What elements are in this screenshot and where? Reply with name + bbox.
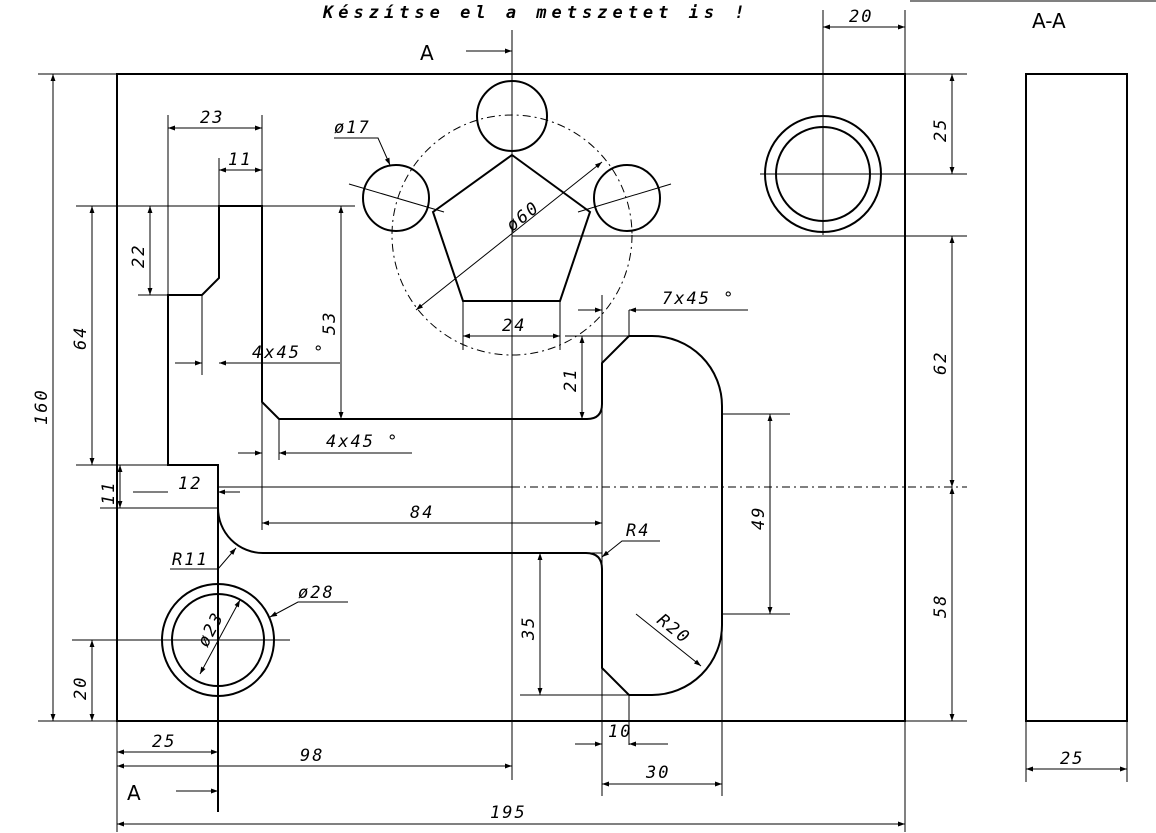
dim-20-left: 20 bbox=[71, 676, 91, 700]
center-line bbox=[577, 183, 672, 213]
hole-right bbox=[593, 164, 661, 232]
dim-r11: R11 bbox=[172, 550, 209, 570]
instruction-note: Készítse el a metszetet is ! bbox=[322, 3, 750, 23]
leader-r11 bbox=[170, 547, 237, 570]
dim-20-top: 20 bbox=[849, 7, 873, 27]
dim-7x45: 7x45 ° bbox=[662, 289, 735, 309]
dim-phi17: ø17 bbox=[334, 118, 371, 138]
pocket-contour bbox=[167, 205, 723, 696]
dim-62: 62 bbox=[931, 351, 951, 375]
dim-21: 21 bbox=[561, 368, 581, 392]
section-label: A-A bbox=[1032, 9, 1066, 33]
dim-25-right: 25 bbox=[931, 118, 951, 142]
section-view bbox=[1025, 73, 1128, 722]
dim-195: 195 bbox=[490, 803, 527, 823]
dim-11-top: 11 bbox=[228, 150, 252, 170]
dim-84: 84 bbox=[410, 503, 434, 523]
leader-phi17 bbox=[334, 137, 391, 166]
dim-58: 58 bbox=[931, 594, 951, 618]
dim-160: 160 bbox=[32, 388, 52, 425]
dim-phi23: ø23 bbox=[194, 609, 229, 651]
dim-phi28: ø28 bbox=[298, 583, 335, 603]
cut-mark-top: A bbox=[420, 41, 434, 65]
dim-49: 49 bbox=[749, 506, 769, 530]
dim-30: 30 bbox=[645, 763, 670, 783]
dim-23: 23 bbox=[200, 108, 224, 128]
leader-r4 bbox=[601, 540, 660, 558]
dim-22: 22 bbox=[129, 244, 149, 268]
dim-64: 64 bbox=[71, 326, 91, 350]
cut-mark-bottom: A bbox=[127, 781, 141, 805]
dim-10: 10 bbox=[608, 722, 632, 742]
part-outline bbox=[116, 73, 906, 722]
dim-4x45-b: 4x45 ° bbox=[326, 432, 399, 452]
dim-line-phi60 bbox=[415, 161, 603, 311]
dim-53: 53 bbox=[320, 311, 340, 335]
leader-r20 bbox=[635, 613, 702, 667]
dim-12: 12 bbox=[178, 474, 202, 494]
dim-25-section: 25 bbox=[1060, 749, 1084, 769]
dim-r4: R4 bbox=[626, 521, 650, 541]
dim-98: 98 bbox=[300, 746, 324, 766]
dim-4x45-a: 4x45 ° bbox=[252, 343, 325, 363]
dim-11-left: 11 bbox=[99, 481, 119, 505]
leader-phi23 bbox=[199, 599, 241, 675]
dim-24: 24 bbox=[502, 316, 526, 336]
dim-phi60: ø60 bbox=[503, 198, 544, 236]
leader-phi28 bbox=[269, 601, 348, 618]
dim-25-bottom: 25 bbox=[152, 732, 176, 752]
dim-35: 35 bbox=[519, 616, 539, 641]
dim-r20: R20 bbox=[653, 610, 694, 648]
